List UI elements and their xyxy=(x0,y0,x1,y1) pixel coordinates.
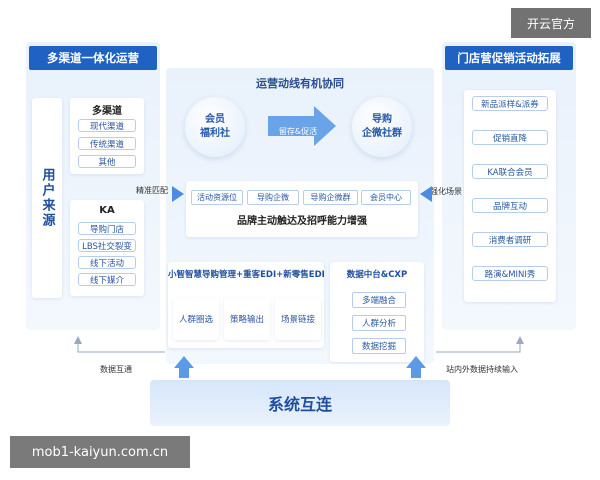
data-item: 多端融合 xyxy=(352,292,406,308)
multichannel-title: 多渠道 xyxy=(92,106,122,117)
right-header: 门店营促销活动拓展 xyxy=(445,46,573,70)
data-item: 人群分析 xyxy=(352,315,406,331)
ka-item: 导购门店 xyxy=(78,222,136,235)
continuous-input-label: 站内外数据持续输入 xyxy=(446,365,518,374)
system-title: 系统互连 xyxy=(267,395,332,414)
arrow-left-icon xyxy=(420,186,432,202)
guide-item: 场景链接 xyxy=(275,298,321,340)
promotion-item: 消费者调研 xyxy=(472,232,548,247)
guide-item: 策略输出 xyxy=(224,298,270,340)
data-item: 数据挖掘 xyxy=(352,338,406,354)
circle-member-welfare: 会员福利社 xyxy=(185,97,245,157)
channel-chip: 会员中心 xyxy=(361,190,411,205)
circle-right-label: 导购企微社群 xyxy=(362,114,402,139)
arrow-right-icon xyxy=(172,186,184,202)
left-header: 多渠道一体化运营 xyxy=(29,46,157,70)
flow-arrow-icon xyxy=(268,106,336,146)
watermark-bottom: mob1-kaiyun.com.cn xyxy=(10,436,190,468)
data-title: 数据中台&CXP xyxy=(346,270,408,280)
guide-title: 小智智慧导购管理+重客EDI+新零售EDI xyxy=(168,270,325,280)
slogan: 品牌主动触达及招呼能力增强 xyxy=(237,216,367,227)
flow-label: 留存&促活 xyxy=(278,127,318,136)
watermark-top-text: 开云官方 xyxy=(526,16,575,31)
circle-left-label: 会员福利社 xyxy=(200,114,230,139)
channel-chip: 活动资源位 xyxy=(191,190,243,205)
guide-item: 人群圈选 xyxy=(173,298,219,340)
promotion-item: 品牌互动 xyxy=(472,198,548,213)
circle-guide-community: 导购企微社群 xyxy=(352,97,412,157)
up-arrow-right-icon xyxy=(406,356,426,368)
promotion-item: KA联合会员 xyxy=(472,164,548,179)
promotion-item: 促销直降 xyxy=(472,130,548,145)
data-exchange-label: 数据互通 xyxy=(100,365,132,374)
promotion-item: 路演&MINI秀 xyxy=(472,266,548,281)
precise-match-label: 精准匹配 xyxy=(136,186,168,195)
ka-item: 线下媒介 xyxy=(78,273,136,286)
up-arrow-right-shaft xyxy=(411,368,421,378)
system-bar: 系统互连 xyxy=(150,380,450,426)
ka-item: LBS社交裂变 xyxy=(78,239,136,252)
ka-title: KA xyxy=(99,205,115,216)
watermark-bottom-text: mob1-kaiyun.com.cn xyxy=(31,444,169,460)
up-arrow-left-shaft xyxy=(179,368,189,378)
multichannel-item: 传统渠道 xyxy=(78,137,136,150)
ka-item: 线下活动 xyxy=(78,256,136,269)
center-title: 运营动线有机协同 xyxy=(256,77,344,90)
user-source-box: 用户来源 xyxy=(32,98,62,298)
strengthen-scene-label: 强化场景 xyxy=(430,187,462,196)
user-source-label: 用户来源 xyxy=(39,168,55,228)
channel-chip: 导购企微 xyxy=(247,190,299,205)
multichannel-item: 现代渠道 xyxy=(78,119,136,132)
channel-chip: 导购企微群 xyxy=(303,190,358,205)
multichannel-item: 其他 xyxy=(78,155,136,168)
watermark-top: 开云官方 xyxy=(511,8,591,38)
flow-arrow xyxy=(268,104,336,148)
up-arrow-left-icon xyxy=(174,356,194,368)
promotion-item: 新品派样&派券 xyxy=(472,96,548,111)
